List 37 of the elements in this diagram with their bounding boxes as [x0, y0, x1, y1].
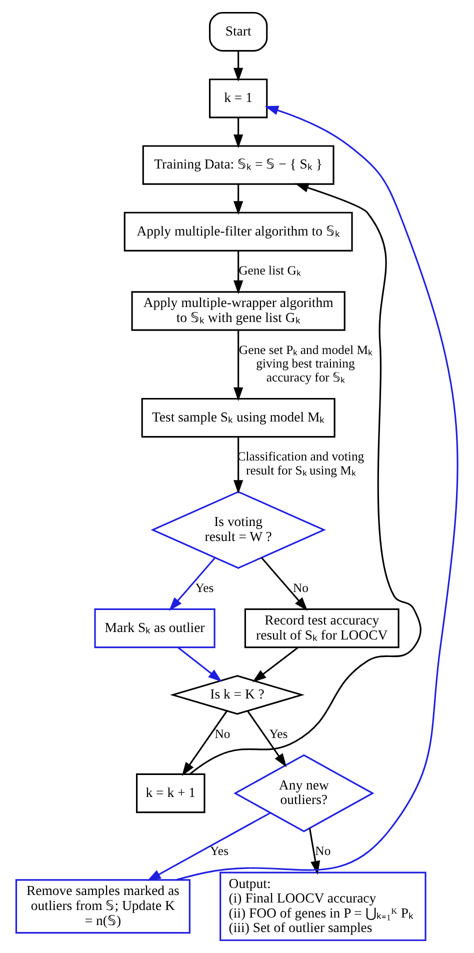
node-box: Training Data: 𝕊ₖ = 𝕊 − { Sₖ }	[142, 145, 334, 185]
node-box: Output: (i) Final LOOCV accuracy (ii) FOO of genes in P = ⋃ₖ₌₁ᴷ Pₖ (iii) Set of outlier samples	[220, 872, 426, 942]
edge-label: Yes	[269, 726, 288, 741]
node-box: Apply multiple-wrapper algorithm to 𝕊ₖ with gene list Gₖ	[131, 291, 346, 331]
edge-label: No	[315, 844, 331, 858]
arrow	[252, 647, 298, 682]
arrow	[182, 710, 228, 776]
arrow	[234, 118, 244, 148]
arrow	[168, 557, 216, 611]
node-box: Mark Sₖ as outlier	[94, 608, 216, 648]
node-box: Apply multiple-filter algorithm to 𝕊ₖ	[124, 212, 353, 252]
arrow	[234, 184, 244, 215]
node-box: Start	[208, 12, 268, 52]
node-box: Test sample Sₖ using model Mₖ	[141, 398, 336, 438]
edge-label: No	[292, 580, 308, 595]
arrow	[178, 647, 222, 682]
arrow	[176, 106, 458, 881]
node-diamond: Is voting result = W ?	[150, 490, 326, 569]
arrow	[234, 251, 244, 294]
arrow	[234, 330, 244, 402]
arrow	[247, 710, 287, 768]
arrow	[308, 828, 320, 875]
edge-label: Gene list Gₖ	[238, 264, 300, 278]
arrow	[190, 183, 422, 775]
arrow	[234, 51, 244, 82]
node-box: k = k + 1	[136, 773, 206, 814]
node-box: Record test accuracy result of Sₖ for LOOCV	[244, 608, 400, 648]
node-box: Remove samples marked as outliers from 𝕊; Update K = n(𝕊)	[15, 879, 190, 934]
arrow	[234, 437, 244, 494]
node-diamond: Is k = K ?	[170, 675, 305, 715]
edge-label: Gene set Pₖ and model Mₖ giving best training accuracy for 𝕊ₖ	[238, 342, 372, 384]
edge-label: Yes	[210, 844, 229, 858]
node-box: k = 1	[208, 78, 268, 118]
edge-label: Yes	[195, 580, 214, 595]
arrow	[147, 812, 271, 881]
arrow	[261, 557, 308, 611]
edge-label: No	[214, 726, 230, 741]
